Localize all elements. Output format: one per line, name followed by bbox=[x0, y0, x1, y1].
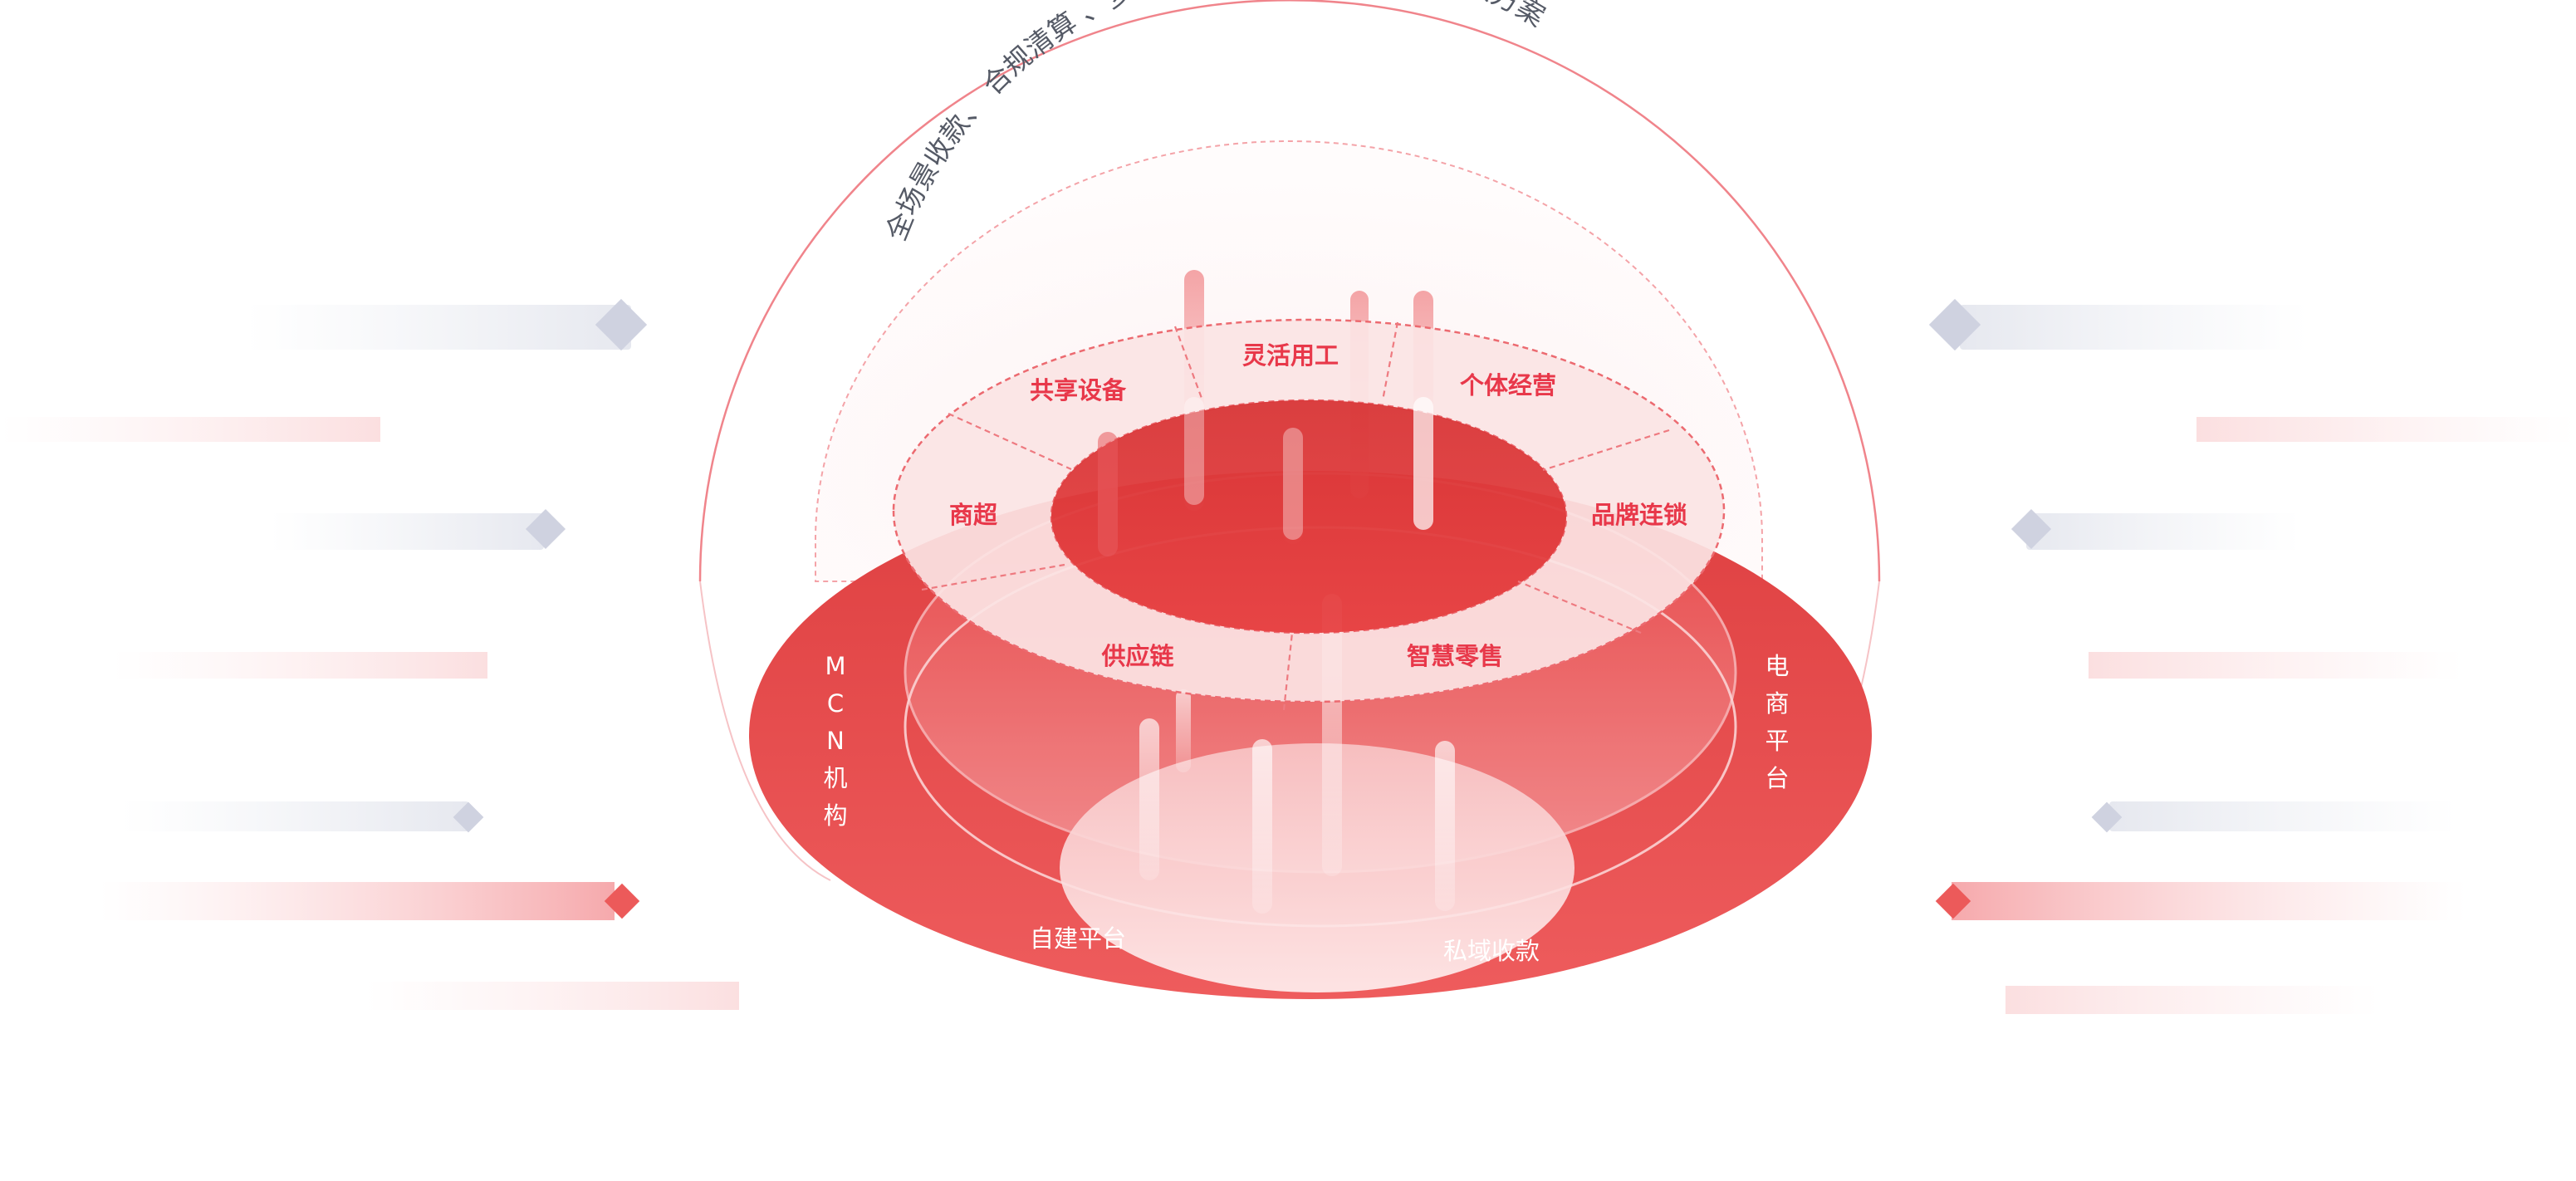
ring-divider bbox=[1173, 326, 1204, 401]
right-gray-bar bbox=[2109, 801, 2458, 831]
ring-divider bbox=[1282, 632, 1294, 711]
ecommerce-char: 电 bbox=[1765, 652, 1789, 680]
ecommerce-char: 平 bbox=[1765, 727, 1789, 755]
left-pink-bar bbox=[112, 652, 487, 679]
ring-divider bbox=[1542, 429, 1670, 472]
right-pink-bar bbox=[2005, 986, 2379, 1014]
left-red-diamond bbox=[604, 883, 640, 919]
private-domain-label: 私域收款 bbox=[1443, 937, 1540, 965]
mcn-char: 构 bbox=[823, 801, 847, 830]
left-red-bar bbox=[100, 882, 615, 920]
segment-supermarket: 商超 bbox=[949, 501, 998, 529]
left-gray-bar bbox=[120, 801, 469, 831]
ecommerce-char: 台 bbox=[1765, 764, 1789, 792]
segment-individual-business: 个体经营 bbox=[1460, 371, 1556, 399]
ring-hole bbox=[1051, 400, 1566, 633]
mcn-char: C bbox=[827, 689, 844, 718]
ring-divider bbox=[948, 412, 1072, 471]
self-built-label: 自建平台 bbox=[1030, 924, 1126, 953]
right-gray-bar bbox=[1960, 305, 2309, 350]
right-red-diamond bbox=[1935, 883, 1971, 919]
mcn-char: N bbox=[826, 727, 845, 755]
left-pink-bar bbox=[0, 417, 380, 442]
industry-ring: 共享设备 灵活用工 个体经营 商超 品牌连锁 供应链 智慧零售 bbox=[892, 318, 1726, 711]
right-diamond bbox=[2091, 801, 2123, 833]
outer-dome bbox=[698, 0, 1881, 582]
right-pink-bar bbox=[2089, 652, 2464, 679]
left-pink-bar bbox=[365, 982, 739, 1010]
segment-share-device: 共享设备 bbox=[1030, 376, 1127, 404]
left-gray-bar bbox=[270, 513, 544, 550]
right-red-bar bbox=[1952, 882, 2466, 920]
left-diamond bbox=[525, 508, 566, 550]
outer-dome-lower bbox=[699, 581, 831, 881]
right-gray-bar bbox=[2026, 513, 2300, 550]
ecommerce-char: 商 bbox=[1765, 689, 1789, 718]
mcn-char: 机 bbox=[823, 764, 847, 792]
mcn-char: M bbox=[825, 652, 845, 680]
right-pink-bar bbox=[2196, 417, 2576, 442]
ring-divider bbox=[1381, 321, 1399, 401]
left-diamond bbox=[453, 801, 484, 833]
segment-supply-chain: 供应链 bbox=[1100, 642, 1173, 670]
right-diamond bbox=[2010, 508, 2052, 550]
segment-brand-chain: 品牌连锁 bbox=[1591, 501, 1687, 529]
right-decor-bars bbox=[1928, 298, 2576, 1014]
left-diamond bbox=[595, 298, 648, 351]
segment-flex-work: 灵活用工 bbox=[1242, 341, 1339, 370]
left-decor-bars bbox=[0, 298, 739, 1010]
ring-divider bbox=[921, 563, 1065, 591]
ring-divider bbox=[1517, 580, 1642, 635]
left-gray-bar bbox=[245, 305, 631, 350]
segment-smart-retail: 智慧零售 bbox=[1407, 642, 1503, 670]
